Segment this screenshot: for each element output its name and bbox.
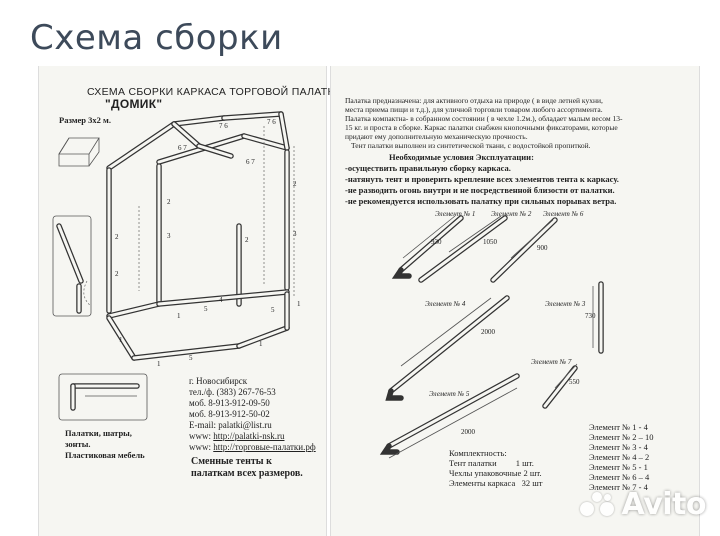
frame-label: 5 — [189, 354, 193, 362]
element-count: Элемент № 5 - 1 — [589, 462, 648, 472]
contact-mobile-1: моб. 8-913-912-09-50 — [189, 398, 270, 408]
tents-note-line-2: палаткам всех размеров. — [191, 468, 303, 479]
kit-item: Тент палатки 1 шт. — [449, 458, 534, 468]
element-label: Элемент № 2 — [491, 210, 532, 218]
contact-city: г. Новосибирск — [189, 376, 248, 386]
assembly-diagram-sheet: СХЕМА СБОРКИ КАРКАСА ТОРГОВОЙ ПАЛАТКИ "Д… — [38, 66, 341, 536]
dimension-value: 2000 — [461, 428, 476, 436]
element-count: Элемент № 6 – 4 — [589, 472, 650, 482]
dimension-value: 550 — [569, 378, 580, 386]
page-title: Схема сборки — [30, 18, 283, 58]
element-label: Элемент № 6 — [543, 210, 584, 218]
frame-label: 1 — [259, 340, 263, 348]
kit-item: Чехлы упаковочные 2 шт. — [449, 468, 542, 478]
frame-label: 2 — [245, 236, 249, 244]
contact-mobile-2: моб. 8-913-912-50-02 — [189, 409, 270, 419]
element-pipes — [379, 215, 604, 455]
dimension-value: 1050 — [483, 238, 498, 246]
website-link-2[interactable]: http://торговые-палатки.рф — [213, 442, 316, 452]
products-line-1: Палатки, шатры, — [65, 428, 132, 438]
diagram-title: СХЕМА СБОРКИ КАРКАСА ТОРГОВОЙ ПАЛАТКИ — [87, 86, 342, 98]
intro-line: Палатка компактна- в собранном состоянии… — [345, 114, 623, 123]
condition-item: -осуществить правильную сборку каркаса. — [345, 163, 511, 173]
frame-drawing: 7 6 6 7 7 6 6 7 2 2 3 2 2 3 2 1 1 5 1 4 … — [52, 111, 301, 421]
instructions-sheet: Палатка предназначена: для активного отд… — [330, 66, 700, 536]
dimension-value: 2000 — [481, 328, 496, 336]
intro-line: придают ему дополнительную механическую … — [345, 132, 528, 141]
avito-watermark: Avito — [579, 487, 707, 522]
element-label: Элемент № 4 — [425, 300, 466, 308]
intro-line: места приема пищи и т.д.), для уличной т… — [345, 105, 603, 114]
dimension-value: 730 — [585, 312, 596, 320]
kit-item: Элементы каркаса 32 шт — [449, 478, 543, 488]
dimension-value: 930 — [431, 238, 442, 246]
frame-label: 1 — [119, 336, 123, 344]
element-label: Элемент № 3 — [545, 300, 586, 308]
frame-label: 2 — [167, 198, 171, 206]
element-labels: Элемент № 1 Элемент № 2 Элемент № 6 Элем… — [425, 210, 586, 398]
frame-label: 2 — [115, 233, 119, 241]
roof-pipes — [106, 111, 290, 171]
element-count: Элемент № 2 – 10 — [589, 432, 654, 442]
leg-pipes — [106, 149, 290, 314]
intro-line: Палатка предназначена: для активного отд… — [345, 96, 603, 105]
avito-watermark-text: Avito — [621, 487, 707, 522]
intro-line: 15 кг. и проста в сборке. Каркас палатки… — [345, 123, 618, 132]
guide-lines — [83, 126, 295, 307]
products-line-3: Пластиковая мебель — [65, 450, 145, 460]
frame-label: 1 — [157, 360, 161, 368]
condition-item: -не рекомендуется использовать палатку п… — [345, 196, 617, 206]
element-count: Элемент № 1 - 4 — [589, 422, 648, 432]
contact-website-2: www: http://торговые-палатки.рф — [189, 442, 316, 452]
frame-label: 5 — [271, 306, 275, 314]
contact-website-1: www: http://palatki-nsk.ru — [189, 431, 285, 441]
dimension-lines — [388, 215, 594, 459]
frame-label: 3 — [167, 232, 171, 240]
condition-item: -не разводить огонь внутри и не посредст… — [345, 185, 615, 195]
dimension-value: 900 — [537, 244, 548, 252]
element-count: Элемент № 7 - 4 — [589, 482, 648, 492]
joint-detail — [52, 215, 92, 317]
avito-logo-icon — [579, 491, 616, 518]
frame-label: 4 — [219, 296, 223, 304]
element-label: Элемент № 7 — [531, 358, 572, 366]
tents-note-line-1: Сменные тенты к — [191, 456, 272, 467]
contact-phone: тел./ф. (383) 267-76-53 — [189, 387, 276, 397]
diagram-subtitle: "ДОМИК" — [105, 97, 163, 111]
frame-label: 3 — [293, 230, 297, 238]
house-icon — [58, 137, 100, 167]
frame-label: 2 — [293, 180, 297, 188]
elements-drawing: Элемент № 1 Элемент № 2 Элемент № 6 Элем… — [379, 210, 604, 459]
frame-label: 1 — [297, 300, 301, 308]
dimension-values: 930 1050 900 2000 730 550 2000 — [431, 238, 596, 436]
contact-email: E-mail: palatki@list.ru — [189, 420, 272, 430]
frame-label: 5 — [204, 305, 208, 313]
conditions-title: Необходимые условия Эксплуатации: — [389, 152, 534, 162]
condition-item: -натянуть тент и проверить крепление все… — [345, 174, 619, 184]
element-label: Элемент № 1 — [435, 210, 475, 218]
kit-title: Комплектность: — [449, 448, 507, 458]
frame-number-labels: 7 6 6 7 7 6 6 7 2 2 3 2 2 3 2 1 1 5 1 4 … — [115, 118, 301, 368]
frame-label: 2 — [115, 270, 119, 278]
frame-label: 6 7 — [246, 158, 255, 166]
frame-label: 1 — [177, 312, 181, 320]
frame-label: 7 6 — [267, 118, 276, 126]
base-pipes — [106, 289, 290, 361]
website-link-1[interactable]: http://palatki-nsk.ru — [213, 431, 285, 441]
element-count: Элемент № 4 – 2 — [589, 452, 650, 462]
frame-label: 6 7 — [178, 144, 187, 152]
products-line-2: зонты. — [65, 439, 91, 449]
size-label: Размер 3х2 м. — [59, 115, 111, 125]
element-count: Элемент № 3 - 4 — [589, 442, 648, 452]
frame-label: 7 6 — [219, 122, 228, 130]
intro-line: Тент палатки выполнен из синтетической т… — [351, 141, 591, 150]
element-label: Элемент № 5 — [429, 390, 470, 398]
connector-detail — [58, 373, 148, 421]
